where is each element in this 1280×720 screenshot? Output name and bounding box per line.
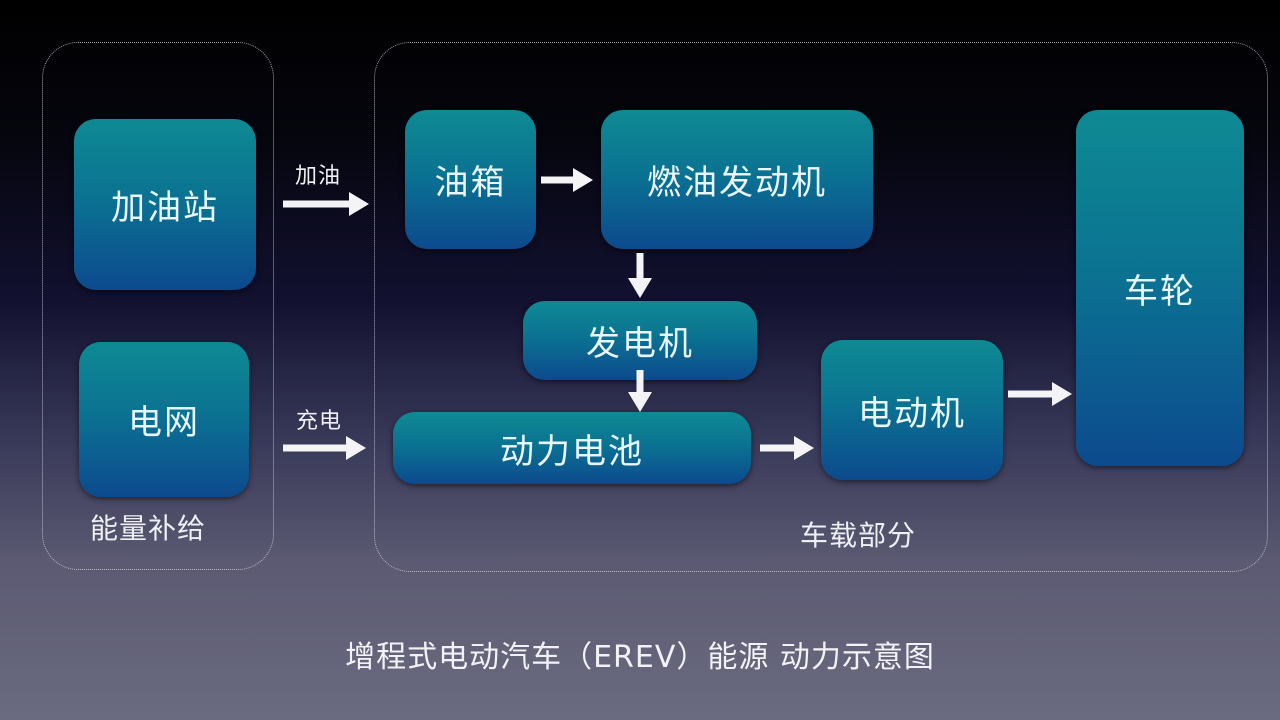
node-fuel-engine: 燃油发动机: [601, 110, 873, 249]
edge-label-charge: 充电: [296, 409, 343, 434]
group-on-vehicle: [374, 42, 1268, 572]
node-electric-motor-label: 电动机: [858, 393, 966, 434]
node-fuel-engine-label: 燃油发动机: [647, 163, 827, 203]
arrow-generator-to-power-battery: [627, 370, 653, 412]
node-electric-motor: 电动机: [821, 340, 1003, 480]
node-wheels: 车轮: [1076, 110, 1244, 466]
group-label-energy-supply: 能量补给: [90, 512, 207, 545]
node-power-grid-label: 电网: [128, 403, 200, 443]
arrow-fuel-engine-to-generator: [627, 253, 653, 298]
group-label-on-vehicle: 车载部分: [800, 519, 917, 552]
arrow-fuel-tank-to-fuel-engine: [541, 167, 593, 193]
node-gas-station: 加油站: [74, 119, 256, 290]
node-fuel-tank: 油箱: [405, 110, 536, 249]
arrow-gas-station-to-fuel-tank: [283, 191, 369, 217]
node-gas-station-label: 加油站: [111, 188, 219, 228]
node-wheels-label: 车轮: [1124, 271, 1196, 312]
arrow-electric-motor-to-wheels: [1008, 381, 1072, 407]
arrow-power-grid-to-power-battery: [283, 435, 366, 461]
node-power-grid: 电网: [79, 342, 249, 497]
node-power-battery-label: 动力电池: [500, 431, 644, 472]
edge-label-refuel: 加油: [295, 164, 342, 189]
node-fuel-tank-label: 油箱: [434, 163, 507, 203]
node-power-battery: 动力电池: [393, 412, 751, 484]
diagram-caption: 增程式电动汽车（EREV）能源 动力示意图: [345, 640, 935, 675]
arrow-power-battery-to-electric-motor: [760, 435, 814, 461]
node-generator: 发电机: [523, 301, 757, 380]
node-generator-label: 发电机: [586, 324, 694, 364]
group-energy-supply: [42, 42, 274, 570]
